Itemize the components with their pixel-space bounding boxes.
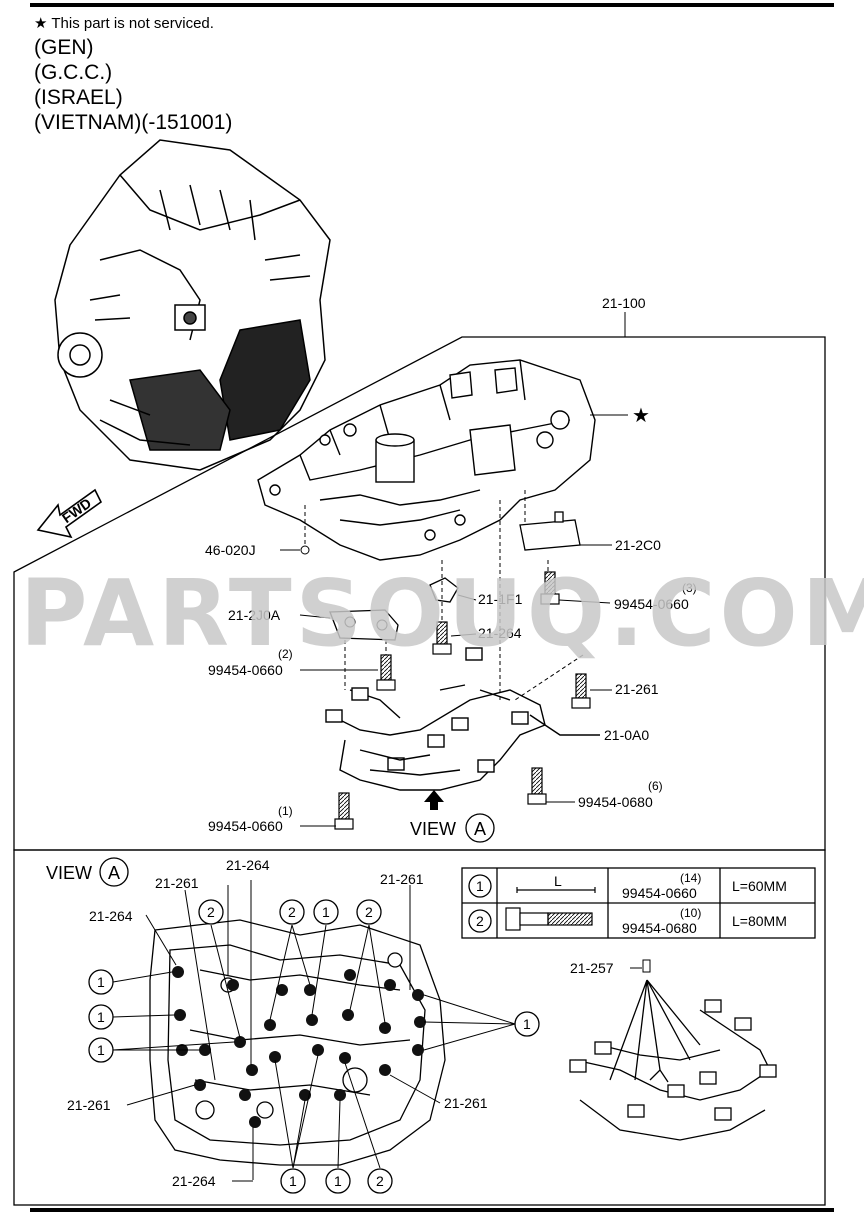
marker-2: 2 bbox=[207, 904, 215, 920]
detail-label-21-264: 21-264 bbox=[172, 1173, 216, 1189]
marker-2: 2 bbox=[376, 1173, 384, 1189]
bolt-table bbox=[461, 867, 816, 939]
detail-label-21-261: 21-261 bbox=[380, 871, 424, 887]
marker-1: 1 bbox=[97, 1042, 105, 1058]
detail-view-title: VIEW bbox=[46, 863, 92, 883]
detail-label-21-264: 21-264 bbox=[226, 857, 270, 873]
bolt-callout-1 bbox=[334, 792, 354, 830]
view-a-letter: A bbox=[474, 819, 486, 839]
table-row1-part: 99454-0660 bbox=[622, 885, 697, 901]
detail-view-circle bbox=[99, 857, 129, 887]
star-icon: ★ bbox=[34, 15, 48, 32]
assembly-dashed-leaders bbox=[344, 500, 584, 701]
part-21-1F1 bbox=[429, 577, 459, 603]
bolt-locations bbox=[172, 966, 426, 1128]
table-row2-part: 99454-0680 bbox=[622, 920, 697, 936]
wiring-harness-21-0A0 bbox=[325, 647, 600, 791]
table-dimension-label: L bbox=[554, 873, 562, 889]
view-a-label: VIEW bbox=[410, 819, 456, 839]
condition-gcc: (G.C.C.) bbox=[34, 61, 113, 84]
plug-part bbox=[300, 545, 310, 555]
marker-1: 1 bbox=[523, 1016, 531, 1032]
detail-leaders bbox=[112, 880, 516, 1180]
bolt-3-qty: (3) bbox=[682, 581, 697, 595]
transmission-illustration bbox=[54, 139, 331, 471]
detail-view-letter: A bbox=[108, 863, 120, 883]
bolt-2-part: 99454-0660 bbox=[208, 662, 283, 678]
control-valve-body bbox=[257, 359, 596, 561]
table-row1-qty: (14) bbox=[680, 871, 701, 885]
condition-israel: (ISRAEL) bbox=[34, 86, 123, 109]
label-46-020J: 46-020J bbox=[205, 542, 256, 558]
marker-1: 1 bbox=[97, 974, 105, 990]
bolt-callout-6 bbox=[527, 767, 547, 805]
leader-bolt-3 bbox=[558, 599, 611, 604]
bolt-2-qty: (2) bbox=[278, 647, 293, 661]
marker-2: 2 bbox=[288, 904, 296, 920]
table-row2-length: L=80MM bbox=[732, 913, 787, 929]
detail-view-frame bbox=[13, 849, 826, 1206]
bolt-21-264 bbox=[432, 621, 452, 655]
harness-detail bbox=[569, 979, 777, 1141]
label-21-0A0: 21-0A0 bbox=[604, 727, 649, 743]
condition-gen: (GEN) bbox=[34, 36, 94, 59]
assembly-label: 21-100 bbox=[602, 295, 646, 311]
view-arrow-icon bbox=[424, 790, 444, 810]
marker-circles bbox=[88, 899, 540, 1194]
label-21-2J0A: 21-2J0A bbox=[228, 607, 281, 623]
main-view-frame bbox=[13, 336, 826, 851]
leader-21-1F1 bbox=[457, 594, 477, 601]
clip-21-257 bbox=[642, 959, 651, 973]
star-icon: ★ bbox=[632, 403, 650, 427]
valve-body-underside bbox=[149, 919, 446, 1166]
bolt-1-part: 99454-0660 bbox=[208, 818, 283, 834]
label-21-2C0: 21-2C0 bbox=[615, 537, 661, 553]
view-a-circle bbox=[465, 813, 495, 843]
bolt-21-261 bbox=[571, 673, 591, 709]
condition-vietnam: (VIETNAM)(-151001) bbox=[34, 111, 233, 134]
leader-21-264-main bbox=[450, 633, 477, 637]
not-serviced-note: ★ This part is not serviced. bbox=[34, 14, 214, 32]
bolt-1-qty: (1) bbox=[278, 804, 293, 818]
not-serviced-text: This part is not serviced. bbox=[51, 15, 214, 32]
sensor-21-2C0 bbox=[519, 511, 581, 551]
bolt-drawing-icon bbox=[505, 887, 596, 931]
table-row2-qty: (10) bbox=[680, 906, 701, 920]
marker-1: 1 bbox=[322, 904, 330, 920]
table-marker-1: 1 bbox=[476, 878, 484, 894]
marker-1: 1 bbox=[289, 1173, 297, 1189]
label-21-261-main: 21-261 bbox=[615, 681, 659, 697]
label-21-257: 21-257 bbox=[570, 960, 614, 976]
detail-label-21-261: 21-261 bbox=[155, 875, 199, 891]
table-row1-length: L=60MM bbox=[732, 878, 787, 894]
detail-label-21-261: 21-261 bbox=[67, 1097, 111, 1113]
bolt-3-part: 99454-0660 bbox=[614, 596, 689, 612]
marker-1: 1 bbox=[97, 1009, 105, 1025]
table-marker-2: 2 bbox=[476, 913, 484, 929]
detail-label-21-264: 21-264 bbox=[89, 908, 133, 924]
watermark: PARTSOUQ.COM bbox=[20, 560, 864, 667]
bolt-6-part: 99454-0680 bbox=[578, 794, 653, 810]
marker-2: 2 bbox=[365, 904, 373, 920]
bolt-6-qty: (6) bbox=[648, 779, 663, 793]
marker-1: 1 bbox=[334, 1173, 342, 1189]
detail-label-21-261: 21-261 bbox=[444, 1095, 488, 1111]
bolt-callout-3 bbox=[540, 571, 560, 605]
fwd-arrow-icon: FWD bbox=[36, 488, 103, 539]
leader-21-2J0A bbox=[299, 614, 331, 619]
